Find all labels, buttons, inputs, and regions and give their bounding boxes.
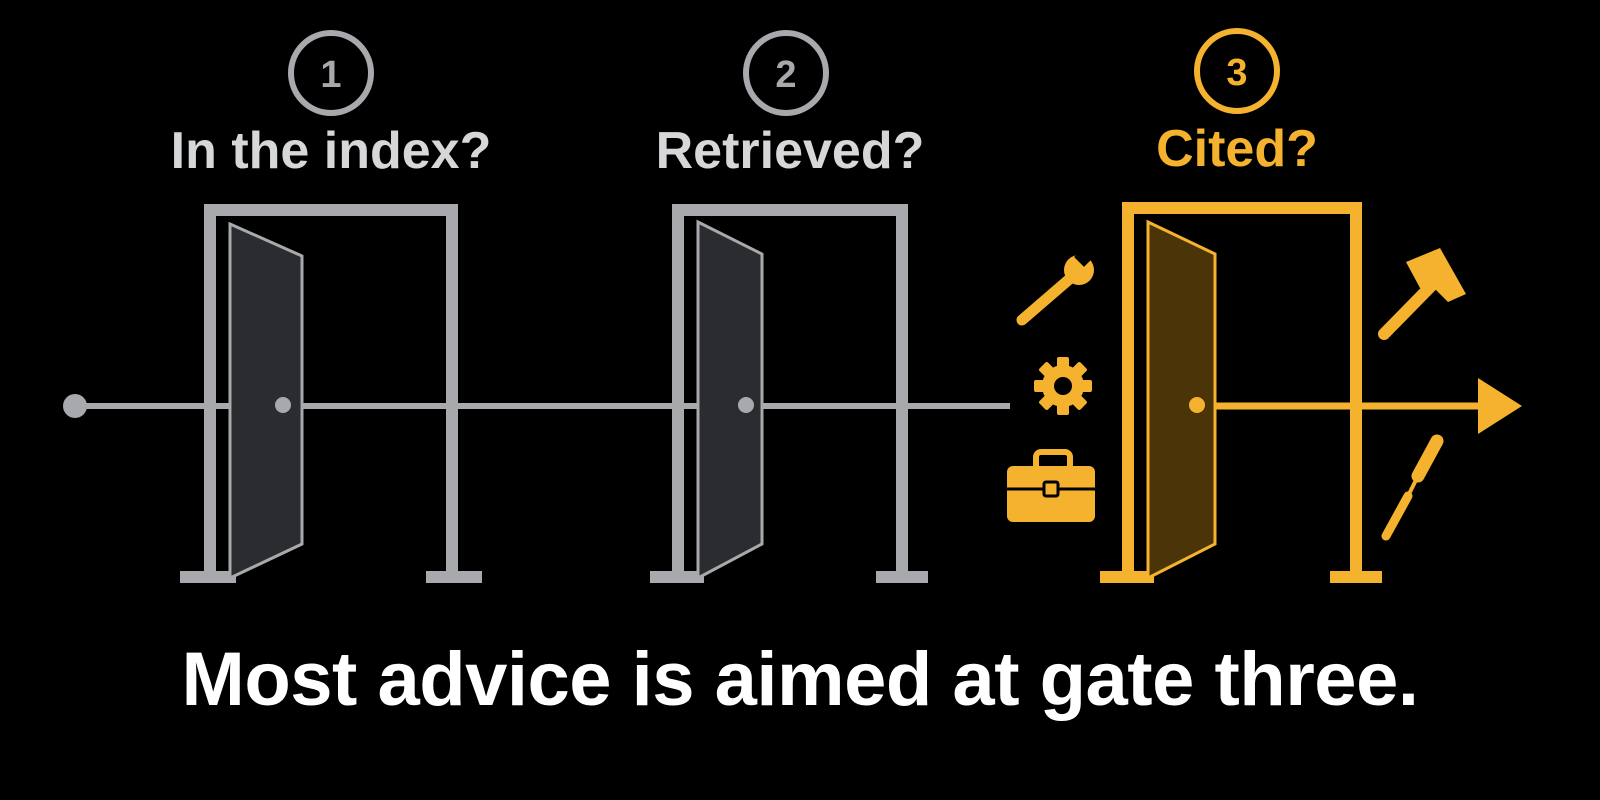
gate-3-door-knob bbox=[1189, 397, 1205, 413]
gate-1-number: 1 bbox=[320, 54, 341, 96]
gate-2-number-circle bbox=[743, 30, 829, 116]
gate-1: 1 In the index? bbox=[171, 30, 492, 583]
caption: Most advice is aimed at gate three. bbox=[181, 637, 1419, 722]
toolbox-icon bbox=[1007, 449, 1095, 522]
gate-2-door-knob bbox=[738, 397, 754, 413]
gate-1-door-frame bbox=[180, 204, 482, 583]
gate-1-label: In the index? bbox=[171, 122, 492, 180]
screwdriver-icon bbox=[1381, 434, 1444, 541]
gate-1-open-door bbox=[228, 221, 304, 581]
arrow-head-icon bbox=[1478, 378, 1522, 434]
gate-3-label: Cited? bbox=[1156, 120, 1318, 178]
gate-1-number-circle bbox=[288, 30, 374, 116]
gate-2-label: Retrieved? bbox=[656, 122, 925, 180]
wrench-icon bbox=[1016, 247, 1094, 326]
gate-3-number: 3 bbox=[1226, 52, 1247, 94]
gate-2-number: 2 bbox=[775, 54, 796, 96]
gear-icon bbox=[1034, 357, 1092, 415]
gate-2-open-door bbox=[696, 219, 764, 581]
gate-3-open-door bbox=[1146, 219, 1217, 581]
gate-2-door-frame bbox=[650, 204, 928, 583]
gate-3-door-frame bbox=[1100, 202, 1382, 583]
gate-1-door-knob bbox=[275, 397, 291, 413]
gate-3-number-circle bbox=[1194, 28, 1280, 114]
hammer-icon bbox=[1378, 248, 1466, 340]
gate-3: 3 Cited? bbox=[1100, 28, 1382, 583]
gate-2: 2 Retrieved? bbox=[650, 30, 928, 583]
